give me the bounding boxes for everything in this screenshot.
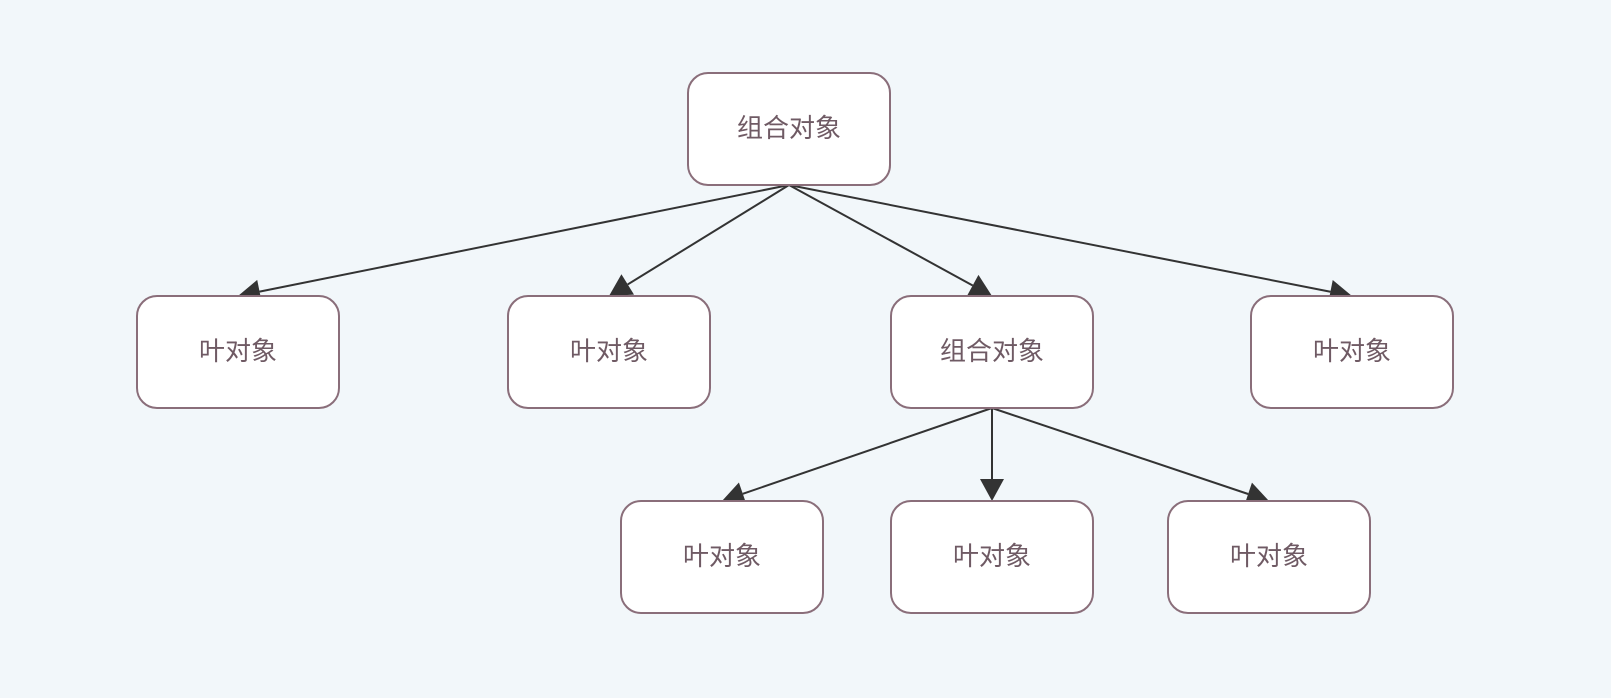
node-box xyxy=(507,295,711,409)
node-label: 叶对象 xyxy=(1313,337,1391,367)
node-label: 叶对象 xyxy=(199,337,277,367)
node-root-composite[interactable]: 组合对象 xyxy=(687,72,891,186)
node-box xyxy=(687,72,891,186)
node-box xyxy=(1250,295,1454,409)
arrowhead-comp2-to-leaf6 xyxy=(1244,482,1269,506)
node-label: 叶对象 xyxy=(953,542,1031,572)
edge-comp2-to-leaf4 xyxy=(742,407,993,495)
edge-root-to-leaf2 xyxy=(627,184,790,286)
node-label: 组合对象 xyxy=(940,337,1044,367)
edges-layer xyxy=(238,184,1352,506)
node-leaf-5[interactable]: 叶对象 xyxy=(890,500,1094,614)
node-label: 叶对象 xyxy=(570,337,648,367)
node-label: 组合对象 xyxy=(737,114,841,144)
node-leaf-4[interactable]: 叶对象 xyxy=(620,500,824,614)
edge-comp2-to-leaf6 xyxy=(991,407,1249,495)
node-box xyxy=(890,500,1094,614)
node-leaf-6[interactable]: 叶对象 xyxy=(1167,500,1371,614)
node-box xyxy=(890,295,1094,409)
node-label: 叶对象 xyxy=(683,542,761,572)
node-box xyxy=(136,295,340,409)
arrowhead-root-to-leaf2 xyxy=(609,274,635,296)
node-composite-2[interactable]: 组合对象 xyxy=(890,295,1094,409)
edge-root-to-leaf3 xyxy=(788,184,1331,293)
node-leaf-3[interactable]: 叶对象 xyxy=(1250,295,1454,409)
edge-root-to-leaf1 xyxy=(259,184,790,293)
node-box xyxy=(1167,500,1371,614)
arrowhead-root-to-comp2 xyxy=(966,274,992,296)
node-label: 叶对象 xyxy=(1230,542,1308,572)
arrowhead-comp2-to-leaf4 xyxy=(722,482,747,506)
node-box xyxy=(620,500,824,614)
edge-root-to-comp2 xyxy=(788,184,974,287)
node-leaf-2[interactable]: 叶对象 xyxy=(507,295,711,409)
node-leaf-1[interactable]: 叶对象 xyxy=(136,295,340,409)
arrowhead-comp2-to-leaf5 xyxy=(980,479,1004,501)
